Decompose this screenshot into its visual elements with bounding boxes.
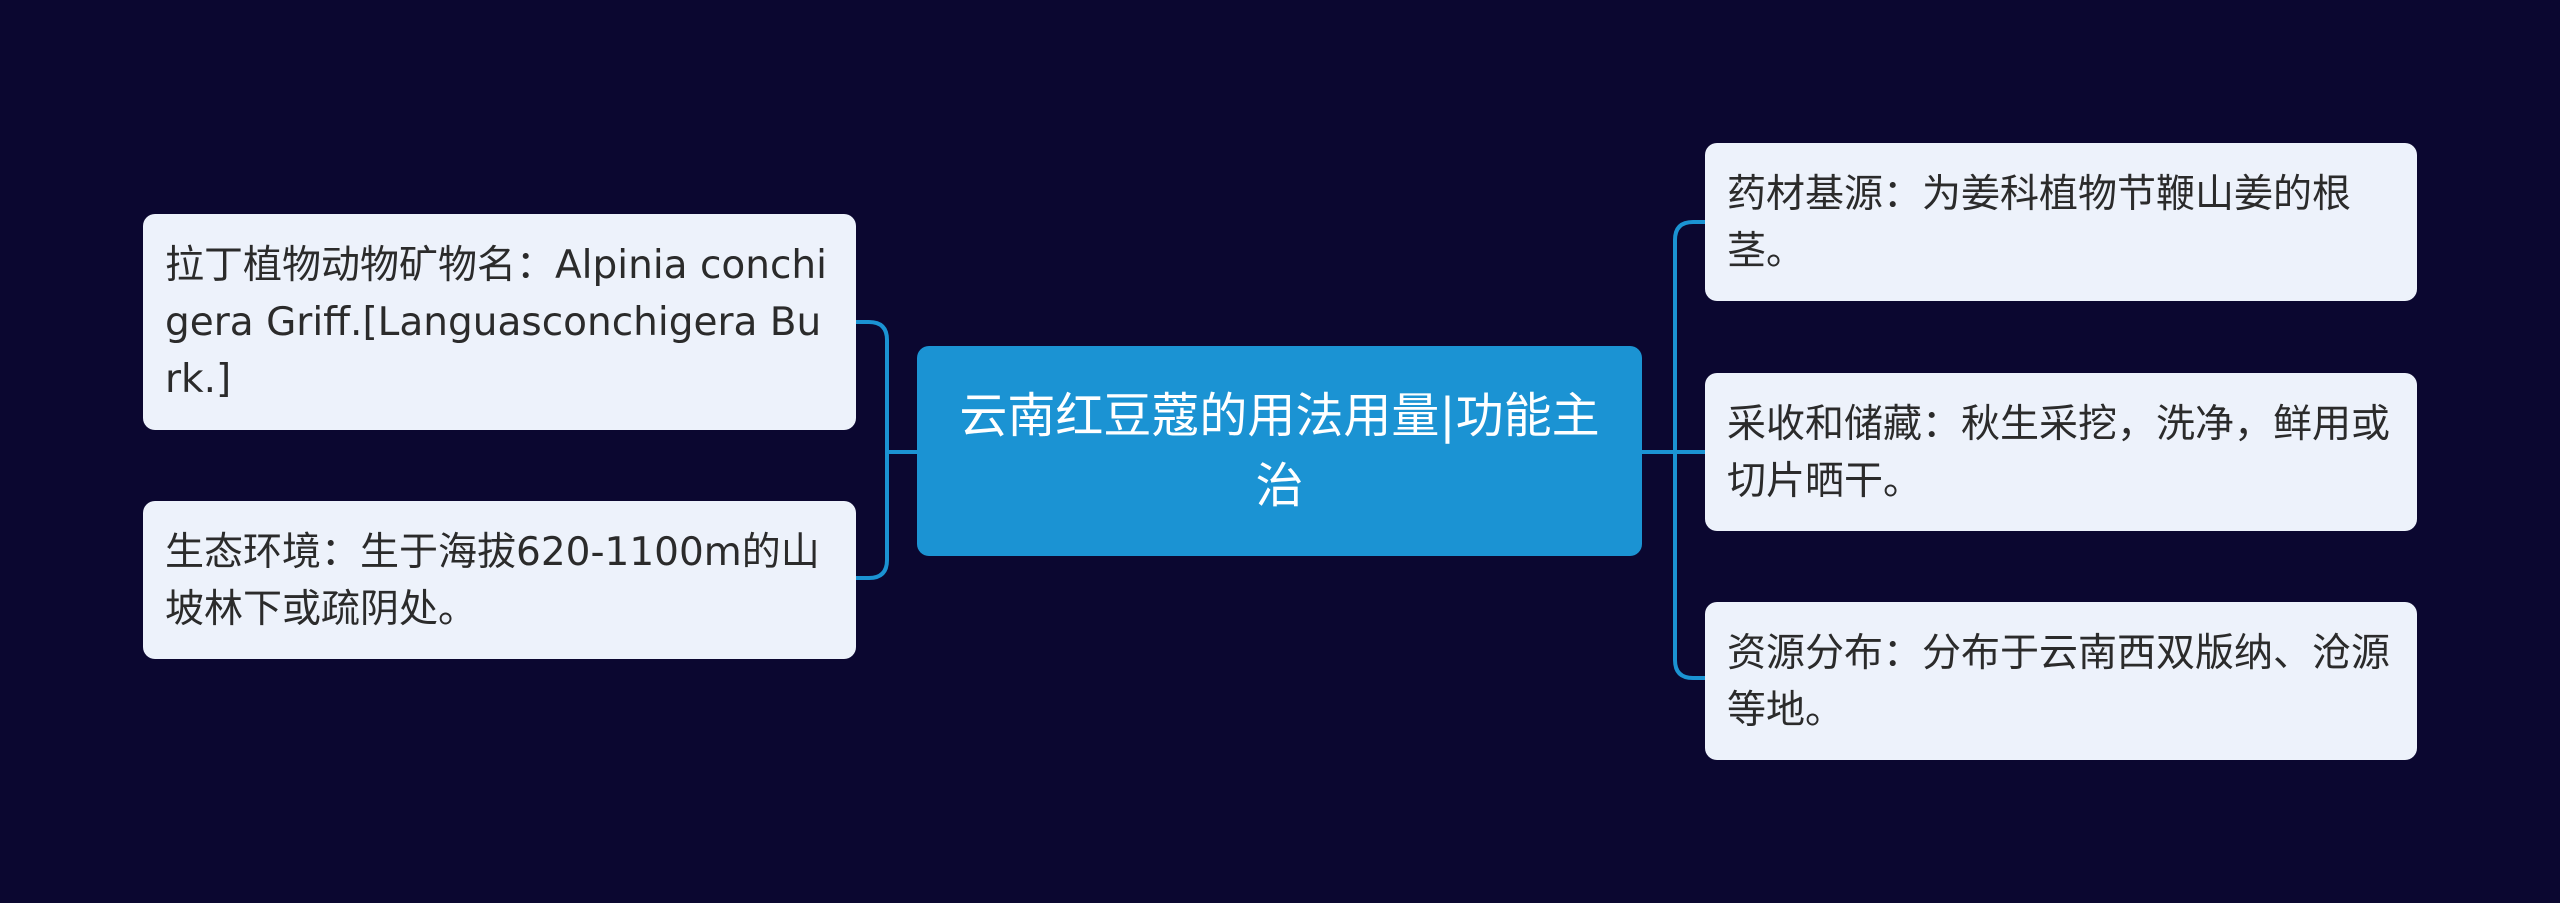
central-topic-node[interactable]: 云南红豆蔻的用法用量|功能主治 [917,346,1642,556]
right-topic-text-3: 资源分布：分布于云南西双版纳、沧源等地。 [1727,631,2391,733]
left-topic-node-2[interactable]: 生态环境：生于海拔620-1100m的山坡林下或疏阴处。 [143,501,856,659]
right-topic-node-3[interactable]: 资源分布：分布于云南西双版纳、沧源等地。 [1705,602,2417,760]
right-topic-node-2[interactable]: 采收和储藏：秋生采挖，洗净，鲜用或切片晒干。 [1705,373,2417,531]
connector-right-3 [1673,452,1705,680]
central-topic-text: 云南红豆蔻的用法用量|功能主治 [959,388,1600,514]
right-topic-text-1: 药材基源：为姜科植物节鞭山姜的根茎。 [1727,172,2352,274]
connector-left-1 [856,320,889,452]
connector-left-2 [856,452,889,580]
left-topic-text-1: 拉丁植物动物矿物名：Alpinia conchigera Griff.[Lang… [165,243,827,402]
connector-right-1 [1673,220,1705,452]
left-topic-text-2: 生态环境：生于海拔620-1100m的山坡林下或疏阴处。 [165,530,820,632]
right-topic-text-2: 采收和储藏：秋生采挖，洗净，鲜用或切片晒干。 [1727,402,2391,504]
left-topic-node-1[interactable]: 拉丁植物动物矿物名：Alpinia conchigera Griff.[Lang… [143,214,856,430]
right-topic-node-1[interactable]: 药材基源：为姜科植物节鞭山姜的根茎。 [1705,143,2417,301]
